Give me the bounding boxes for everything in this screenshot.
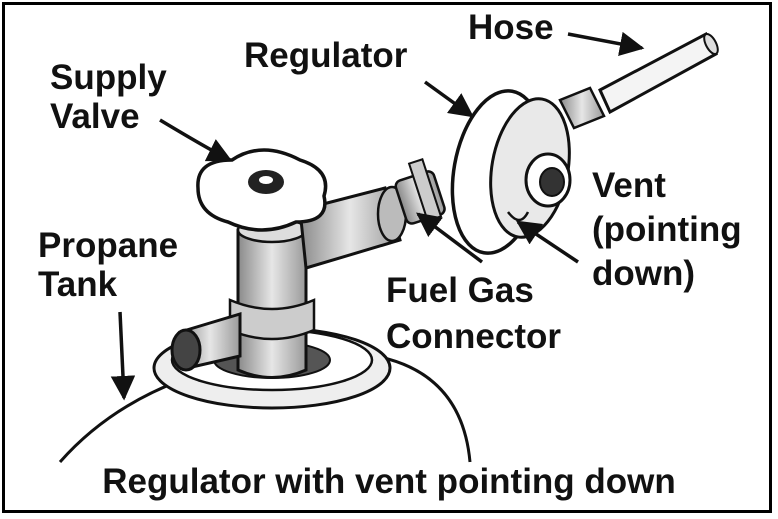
propane-tank-line-1: Propane <box>38 226 179 265</box>
label-vent: Vent (pointing down) <box>592 164 742 296</box>
vent-line-3: down) <box>592 254 696 293</box>
regulator-text: Regulator <box>244 36 408 75</box>
fuel-gas-connector-line-2: Connector <box>386 317 561 356</box>
fuel-gas-connector <box>394 158 446 225</box>
fuel-gas-connector-line-1: Fuel Gas <box>386 271 534 310</box>
hose <box>558 31 719 130</box>
vent-line-1: Vent <box>592 166 666 205</box>
supply-valve-handwheel <box>196 148 328 232</box>
label-fuel-gas-connector: Fuel Gas Connector <box>386 268 561 360</box>
diagram-caption: Regulator with vent pointing down <box>102 462 676 501</box>
supply-valve-line-1: Supply <box>50 58 167 97</box>
label-hose: Hose <box>468 8 554 47</box>
label-regulator: Regulator <box>244 36 407 75</box>
valve-body <box>228 216 316 379</box>
hose-text: Hose <box>468 8 554 47</box>
relief-port <box>170 311 242 372</box>
propane-tank-line-2: Tank <box>38 265 118 304</box>
label-propane-tank: Propane Tank <box>38 226 178 304</box>
vent-line-2: (pointing <box>592 210 742 249</box>
label-supply-valve: Supply Valve <box>50 58 167 136</box>
supply-valve-line-2: Valve <box>50 97 140 136</box>
leader-lines <box>110 31 645 401</box>
regulator-body <box>450 89 572 255</box>
